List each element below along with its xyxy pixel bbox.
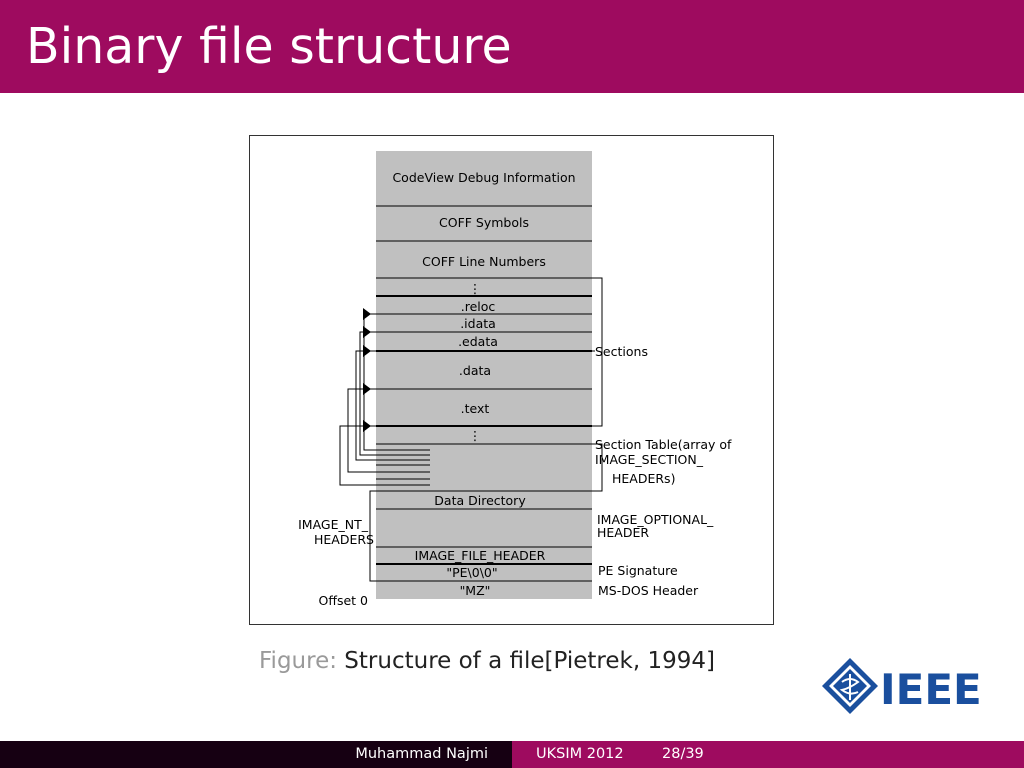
label-section-table-2: IMAGE_SECTION_ xyxy=(595,452,704,467)
stack-dividers xyxy=(376,205,592,582)
block-idata: .idata xyxy=(460,316,496,331)
section-table-rows xyxy=(376,449,430,486)
label-ms-dos-header: MS-DOS Header xyxy=(598,583,699,598)
block-data: .data xyxy=(459,363,491,378)
block-edata: .edata xyxy=(458,334,498,349)
label-offset-zero: Offset 0 xyxy=(319,593,369,608)
footer-event: UKSIM 2012 xyxy=(536,746,624,762)
label-sections: Sections xyxy=(595,344,648,359)
figure-caption: Figure: Structure of a file[Pietrek, 199… xyxy=(259,648,715,674)
ieee-logo-graphic: IEEE xyxy=(822,658,982,714)
block-data-directory: Data Directory xyxy=(434,493,526,508)
label-nt-headers-1: IMAGE_NT_ xyxy=(298,517,369,532)
right-brackets xyxy=(592,277,603,492)
file-stack xyxy=(376,151,592,599)
title-bar: Binary file structure xyxy=(0,0,1024,93)
block-coff-line-numbers: COFF Line Numbers xyxy=(422,254,546,269)
label-section-table-3: HEADERs) xyxy=(612,471,675,486)
label-optional-header-2: HEADER xyxy=(597,525,649,540)
pe-structure-diagram: CodeView Debug Information COFF Symbols … xyxy=(298,151,732,608)
block-coff-symbols: COFF Symbols xyxy=(439,215,529,230)
ieee-logo: IEEE xyxy=(820,656,1016,722)
section-pointer-arrows xyxy=(363,308,371,432)
pe-structure-figure: CodeView Debug Information COFF Symbols … xyxy=(249,135,774,625)
section-pointer-lines xyxy=(339,313,376,486)
block-pe-signature: "PE\0\0" xyxy=(446,565,497,580)
label-nt-headers-2: HEADERS xyxy=(314,532,374,547)
label-section-table-1: Section Table(array of xyxy=(595,437,732,452)
block-reloc: .reloc xyxy=(461,299,496,314)
footer-author: Muhammad Najmi xyxy=(0,741,512,768)
block-ellipsis-bottom: ⋮ xyxy=(469,428,482,443)
ieee-logo-text: IEEE xyxy=(880,665,982,714)
label-optional-header-1: IMAGE_OPTIONAL_ xyxy=(597,512,714,527)
slide-footer: Muhammad Najmi UKSIM 2012 28/39 xyxy=(0,741,1024,768)
nt-headers-bracket xyxy=(369,490,376,582)
block-mz: "MZ" xyxy=(460,583,491,598)
block-ellipsis-top: ⋮ xyxy=(469,281,482,296)
block-text: .text xyxy=(461,401,490,416)
caption-text: Structure of a file[Pietrek, 1994] xyxy=(344,648,715,674)
footer-right-section: UKSIM 2012 28/39 xyxy=(512,741,1024,768)
slide-title: Binary file structure xyxy=(26,18,512,75)
caption-label: Figure: xyxy=(259,648,337,674)
block-codeview: CodeView Debug Information xyxy=(392,170,575,185)
label-pe-signature: PE Signature xyxy=(598,563,678,578)
block-image-file-header: IMAGE_FILE_HEADER xyxy=(415,548,546,563)
footer-page-number: 28/39 xyxy=(662,746,704,762)
